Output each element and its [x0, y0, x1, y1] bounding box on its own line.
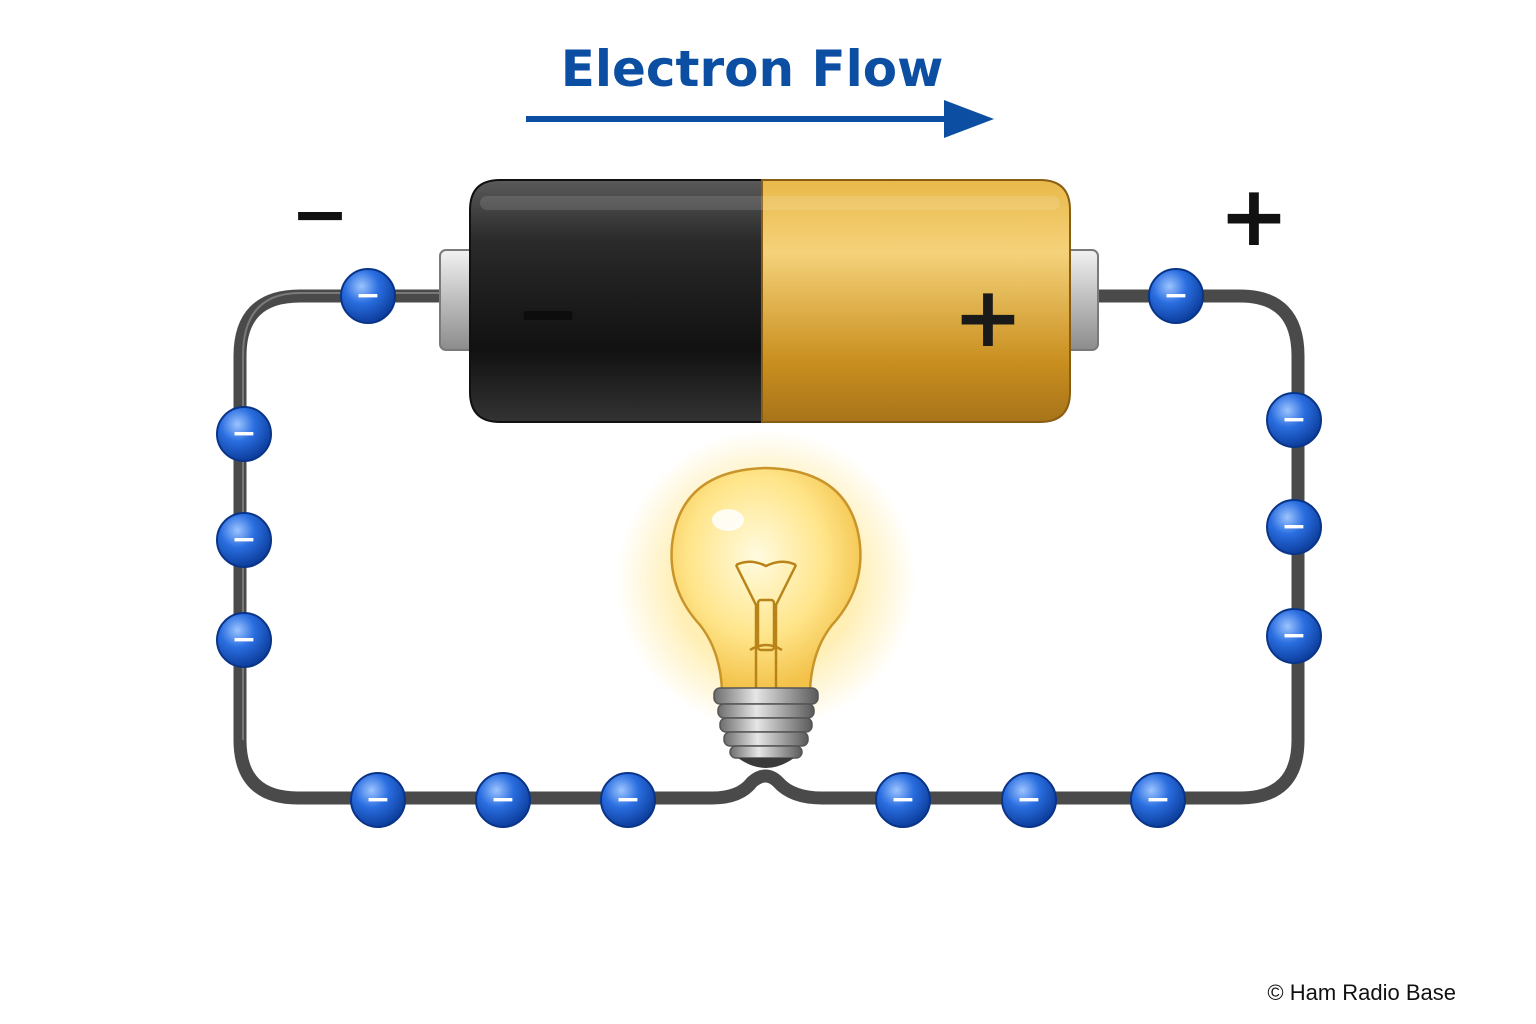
electron: − [875, 772, 931, 828]
light-bulb [616, 430, 916, 768]
battery-shine [480, 196, 1060, 210]
electron-sign: − [490, 782, 515, 817]
electron: − [475, 772, 531, 828]
electron: − [1001, 772, 1057, 828]
electron-ball [1266, 499, 1322, 555]
electron-ball [350, 772, 406, 828]
electron: − [1266, 392, 1322, 448]
electron-sign: − [231, 622, 256, 657]
electron: − [1148, 268, 1204, 324]
electron: − [1130, 772, 1186, 828]
electron-ball [216, 512, 272, 568]
electron-ball [875, 772, 931, 828]
wire-highlight [242, 292, 445, 740]
electron: − [216, 406, 272, 462]
electron-ball [216, 406, 272, 462]
credit: © Ham Radio Base [1267, 980, 1456, 1005]
electron-sign: − [1145, 782, 1170, 817]
battery-negative-sign: − [515, 269, 580, 359]
title: Electron Flow [561, 40, 944, 98]
electron-ball [1148, 268, 1204, 324]
bulb-highlight [712, 509, 744, 531]
negative-terminal-label: − [291, 173, 350, 255]
electrons: − − − − − − − − − − − − − − [216, 268, 1322, 828]
electron-sign: − [1281, 618, 1306, 653]
electron: − [350, 772, 406, 828]
electron: − [1266, 499, 1322, 555]
electron-ball [340, 268, 396, 324]
electron-flow-arrow [526, 100, 994, 138]
battery: − + [439, 179, 1099, 423]
electron: − [600, 772, 656, 828]
bulb-filament [734, 560, 798, 690]
electron-ball [1001, 772, 1057, 828]
electron-ball [600, 772, 656, 828]
electron-sign: − [365, 782, 390, 817]
battery-positive-sign: + [953, 268, 1023, 366]
electron-ball [1266, 608, 1322, 664]
positive-terminal-label: + [1219, 167, 1289, 265]
electron-sign: − [615, 782, 640, 817]
electron-sign: − [231, 522, 256, 557]
electron-sign: − [355, 278, 380, 313]
electron-sign: − [231, 416, 256, 451]
battery-positive-half [761, 179, 1071, 423]
electron-sign: − [890, 782, 915, 817]
electron-ball [216, 612, 272, 668]
electron-sign: − [1163, 278, 1188, 313]
electron-ball [1130, 772, 1186, 828]
bulb-screw-base [713, 687, 819, 768]
electron: − [216, 512, 272, 568]
electron-sign: − [1281, 509, 1306, 544]
electron-sign: − [1016, 782, 1041, 817]
electron-ball [475, 772, 531, 828]
electron-ball [1266, 392, 1322, 448]
electron-sign: − [1281, 402, 1306, 437]
electron: − [340, 268, 396, 324]
electron: − [216, 612, 272, 668]
electron: − [1266, 608, 1322, 664]
battery-negative-half [469, 179, 763, 423]
